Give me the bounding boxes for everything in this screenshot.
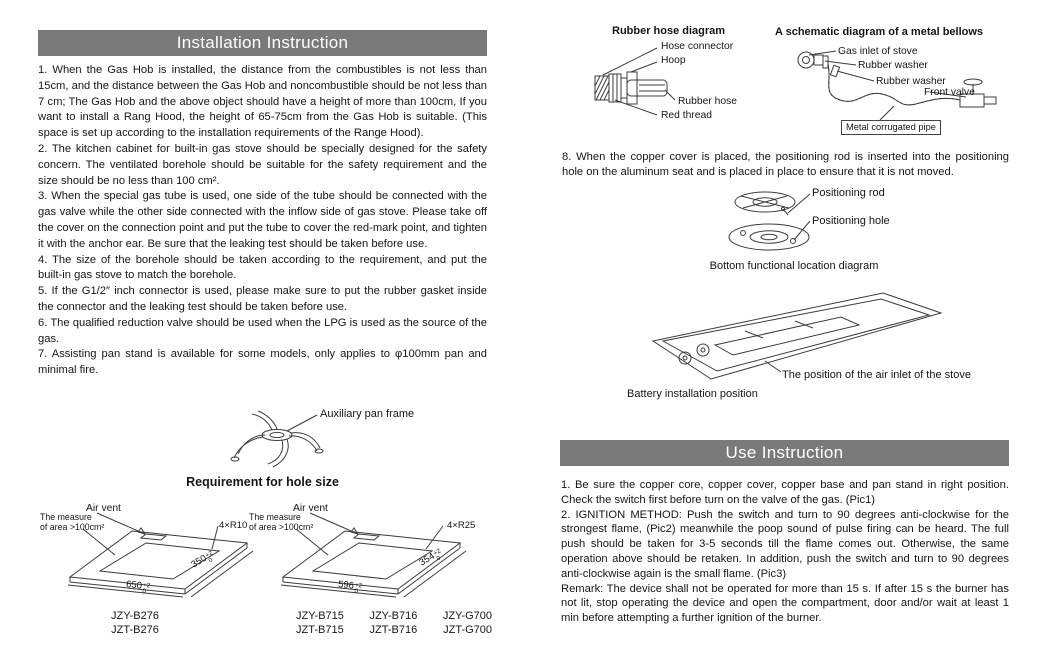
red-thread-label: Red thread	[661, 110, 712, 121]
paragraph: 3. When the special gas tube is used, on…	[38, 190, 487, 250]
paragraph: Remark: The device shall not be operated…	[561, 582, 1009, 625]
measure-label: The measure of area >100cm²	[40, 512, 105, 532]
use-instruction-header: Use Instruction	[560, 440, 1009, 466]
paragraph: 1. When the Gas Hob is installed, the di…	[38, 64, 487, 140]
model-name: JZY-B716	[369, 610, 418, 622]
model-name: JZY-G700	[442, 610, 492, 622]
metal-corrugated-pipe-label: Metal corrugated pipe	[841, 120, 941, 135]
paragraph: 8. When the copper cover is placed, the …	[562, 151, 1009, 178]
rubber-washer-label-1: Rubber washer	[858, 60, 928, 71]
measure-line1: The measure	[40, 512, 92, 522]
battery-caption: Battery installation position	[627, 388, 758, 400]
radius-label: 4×R10	[219, 520, 248, 531]
model-name: JZY-B276	[111, 610, 159, 622]
model-name: JZT-G700	[443, 623, 492, 636]
bellows-diagram	[797, 50, 997, 121]
air-inlet-label: The position of the air inlet of the sto…	[782, 369, 971, 381]
measure-line1: The measure	[249, 512, 301, 522]
use-text: 1. Be sure the copper core, copper cover…	[561, 478, 1009, 626]
pan-frame-diagram	[230, 410, 324, 468]
bottom-location-caption: Bottom functional location diagram	[709, 260, 879, 272]
hole-size-title: Requirement for hole size	[186, 475, 339, 489]
battery-diagram	[651, 292, 943, 380]
measure-label: The measure of area >100cm²	[249, 512, 314, 532]
model-list-left: JZY-B276 JZT-B276	[75, 610, 195, 637]
hole-size-drawing-right	[280, 512, 467, 598]
model-name: JZT-B276	[111, 623, 159, 636]
installation-text: 1. When the Gas Hob is installed, the di…	[38, 63, 487, 379]
measure-line2: of area >100cm²	[249, 521, 314, 532]
air-vent-label: Air vent	[86, 503, 121, 514]
pan-frame-label: Auxiliary pan frame	[320, 408, 415, 420]
air-vent-label: Air vent	[293, 503, 328, 514]
model-list-right: JZY-B715 JZY-B716 JZY-G700 JZT-B715 JZT-…	[296, 610, 492, 637]
paragraph: 6. The qualified reduction valve should …	[38, 316, 487, 345]
radius-label: 4×R25	[447, 520, 476, 531]
paragraph: 4. The size of the borehole should be ta…	[38, 253, 487, 282]
measure-line2: of area >100cm²	[40, 521, 105, 532]
model-name: JZY-B715	[296, 610, 344, 622]
hoop-label: Hoop	[661, 55, 686, 66]
bellows-title: A schematic diagram of a metal bellows	[775, 26, 984, 38]
rubber-washer-label-2: Rubber washer	[876, 76, 946, 87]
positioning-diagram	[728, 191, 811, 251]
front-valve-label: Front valve	[924, 87, 975, 98]
hole-size-drawing-left	[67, 512, 254, 598]
model-name: JZT-B715	[296, 623, 344, 636]
positioning-hole-label: Positioning hole	[812, 215, 890, 227]
model-name: JZT-B716	[369, 623, 418, 636]
installation-instruction-header: Installation Instruction	[38, 30, 487, 56]
rubber-hose-label: Rubber hose	[678, 96, 737, 107]
hose-connector-label: Hose connector	[661, 41, 734, 52]
paragraph: 2. The kitchen cabinet for built-in gas …	[38, 142, 487, 187]
paragraph: 5. If the G1/2″ inch connector is used, …	[38, 285, 487, 313]
gas-inlet-label: Gas inlet of stove	[838, 46, 918, 57]
rubber-hose-diagram	[594, 47, 676, 116]
paragraph: 7. Assisting pan stand is available for …	[38, 348, 487, 377]
positioning-rod-label: Positioning rod	[812, 187, 885, 199]
positioning-text: 8. When the copper cover is placed, the …	[562, 150, 1009, 180]
paragraph: 1. Be sure the copper core, copper cover…	[561, 479, 1009, 506]
paragraph: 2. IGNITION METHOD: Push the switch and …	[561, 508, 1009, 580]
rubber-hose-title: Rubber hose diagram	[612, 25, 726, 37]
